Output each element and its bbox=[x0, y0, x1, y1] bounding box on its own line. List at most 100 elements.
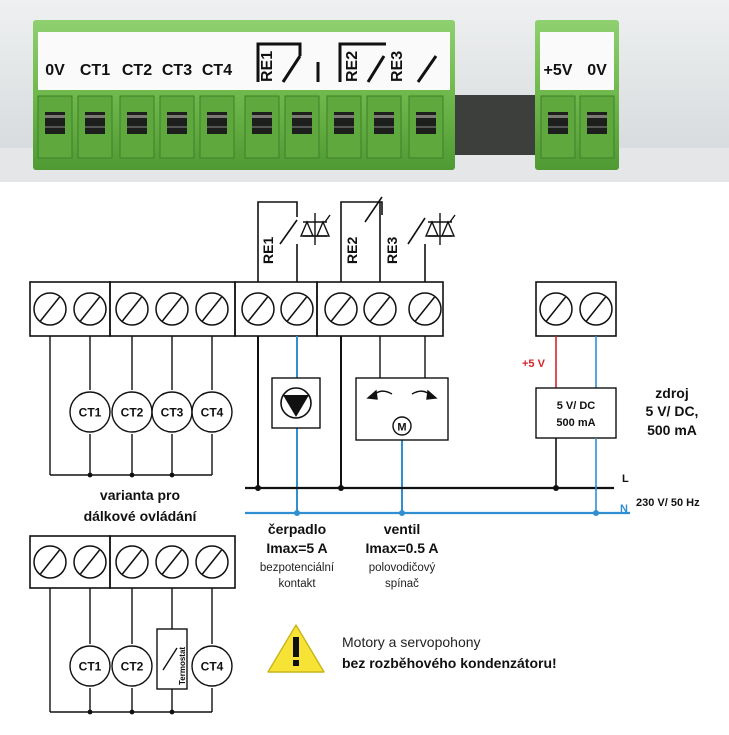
photo-screw bbox=[119, 95, 155, 159]
photo-screw-terminals bbox=[37, 95, 615, 159]
line-N-label: N bbox=[620, 503, 628, 515]
remote-junctions bbox=[87, 709, 175, 715]
warning-line1: Motory a servopohony bbox=[342, 634, 481, 650]
psu-box-line1: 5 V/ DC bbox=[557, 400, 596, 412]
screw-terminal-top bbox=[33, 292, 67, 326]
pump-icon bbox=[280, 387, 312, 419]
photo-relay-label: RE1 bbox=[259, 51, 276, 82]
photo-screw bbox=[366, 95, 402, 159]
psu-caption-2: 5 V/ DC, bbox=[646, 403, 699, 419]
remote-sensor-label: CT1 bbox=[79, 660, 102, 674]
pump-title: čerpadlo bbox=[268, 521, 326, 537]
triac-icon-2 bbox=[424, 213, 456, 245]
sensor-label: CT2 bbox=[121, 406, 144, 420]
psu-caption-3: 500 mA bbox=[647, 422, 697, 438]
remote-sensor-label: CT2 bbox=[121, 660, 144, 674]
pump-desc-2: kontakt bbox=[278, 578, 316, 590]
housing-re1 bbox=[234, 281, 318, 337]
psu-caption-1: zdroj bbox=[655, 385, 688, 401]
screw-terminal-top bbox=[324, 292, 358, 326]
screw-terminal-top bbox=[155, 292, 189, 326]
remote-variant-title-1: varianta pro bbox=[100, 487, 180, 503]
remote-sensor-circle bbox=[191, 645, 233, 687]
line-L-junctions bbox=[255, 485, 559, 491]
screw-terminal-top bbox=[539, 292, 573, 326]
line-L-label: L bbox=[622, 473, 629, 485]
photo-label: CT4 bbox=[202, 62, 232, 79]
photo-relay-label: RE2 bbox=[344, 51, 361, 82]
remote-housing-0v-ct1 bbox=[29, 535, 111, 589]
sensor-circles: CT1 CT2 CT3 CT4 bbox=[69, 391, 233, 433]
sensor-junctions bbox=[87, 472, 175, 478]
screw-terminal-bottom bbox=[115, 545, 149, 579]
photo-relay-symbols bbox=[256, 42, 438, 83]
screw-terminal-top bbox=[73, 292, 107, 326]
photo-screw bbox=[159, 95, 195, 159]
housing-psu bbox=[535, 281, 617, 337]
photo-screw bbox=[408, 95, 444, 159]
screw-terminal-bottom bbox=[195, 545, 229, 579]
top-screw-terminals bbox=[33, 292, 613, 326]
sensor-label: CT4 bbox=[201, 406, 224, 420]
photo-labels: 0V CT1 CT2 CT3 CT4 RE1 RE2 RE3 +5V 0V bbox=[45, 51, 607, 82]
bottom-screw-terminals bbox=[33, 545, 229, 579]
thermostat-box bbox=[156, 628, 188, 690]
photo-screw bbox=[579, 95, 615, 159]
photo-label: CT1 bbox=[80, 62, 110, 79]
remote-variant-title-2: dálkové ovládání bbox=[84, 508, 198, 524]
screw-terminal-top bbox=[241, 292, 275, 326]
terminal-block-photo: 0V CT1 CT2 CT3 CT4 RE1 RE2 RE3 +5V 0V bbox=[0, 0, 729, 182]
sensor-circle bbox=[191, 391, 233, 433]
label-strip-right bbox=[540, 32, 614, 90]
screw-terminal-bottom bbox=[73, 545, 107, 579]
motor-icon bbox=[392, 416, 412, 436]
terminal-housings bbox=[29, 281, 617, 337]
valve-wiring bbox=[379, 336, 426, 378]
triac-icon-1 bbox=[299, 213, 331, 245]
relay-labels: RE1 RE2 RE3 bbox=[260, 237, 400, 264]
schematic-relay-label: RE2 bbox=[344, 237, 360, 264]
mains-label: 230 V/ 50 Hz bbox=[636, 497, 700, 509]
photo-screw bbox=[244, 95, 280, 159]
warning-icon bbox=[267, 624, 325, 673]
photo-label: 0V bbox=[587, 62, 607, 79]
plus5-label: +5 V bbox=[522, 358, 546, 370]
sensor-label: CT1 bbox=[79, 406, 102, 420]
pump-desc-1: bezpotenciální bbox=[260, 562, 335, 574]
photo-label: +5V bbox=[544, 62, 573, 79]
photo-screw bbox=[199, 95, 235, 159]
valve-arrows-icon bbox=[366, 389, 438, 400]
psu-box-line2: 500 mA bbox=[556, 417, 595, 429]
photo-screw bbox=[284, 95, 320, 159]
screw-terminal-top bbox=[408, 292, 442, 326]
screw-terminal-bottom bbox=[33, 545, 67, 579]
remote-sensor-circle bbox=[69, 645, 111, 687]
pump-arrow-icon bbox=[283, 395, 309, 417]
schematic-relay-label: RE3 bbox=[384, 237, 400, 264]
photo-label: CT3 bbox=[162, 62, 192, 79]
photo-screw bbox=[326, 95, 362, 159]
valve-desc-1: polovodičový bbox=[369, 562, 436, 574]
relay-contacts bbox=[257, 196, 426, 282]
thermostat-switch-icon bbox=[162, 647, 178, 671]
schematic-relay-label: RE1 bbox=[260, 237, 276, 264]
valve-rating: Imax=0.5 A bbox=[365, 540, 438, 556]
housing-0v-ct1 bbox=[29, 281, 111, 337]
screw-terminal-top bbox=[363, 292, 397, 326]
sensor-label: CT3 bbox=[161, 406, 184, 420]
screw-terminal-top bbox=[195, 292, 229, 326]
photo-screw bbox=[77, 95, 113, 159]
pcb-gap bbox=[455, 95, 535, 155]
remote-sensor-circle bbox=[111, 645, 153, 687]
terminal-block-svg: 0V CT1 CT2 CT3 CT4 RE1 RE2 RE3 +5V 0V bbox=[0, 0, 729, 182]
photo-relay-label: RE3 bbox=[389, 51, 406, 82]
photo-label: 0V bbox=[45, 62, 65, 79]
photo-screw bbox=[540, 95, 576, 159]
screw-terminal-top bbox=[280, 292, 314, 326]
valve-desc-2: spínač bbox=[385, 578, 419, 590]
valve-box bbox=[355, 377, 449, 441]
photo-screw bbox=[37, 95, 73, 159]
photo-label: CT2 bbox=[122, 62, 152, 79]
warning-line2: bez rozběhového kondenzátoru! bbox=[342, 655, 557, 671]
